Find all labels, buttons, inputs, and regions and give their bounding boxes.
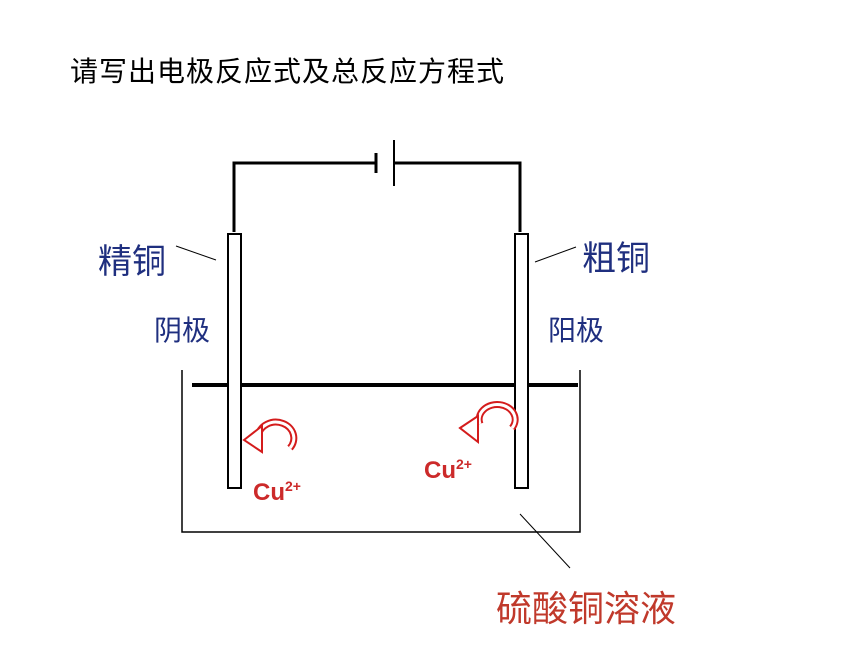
pure-copper-label: 精铜: [98, 242, 166, 282]
cathode-copper-ion: Cu2+: [253, 478, 301, 507]
solution-leader: [519, 513, 571, 569]
left-wire: [232, 161, 376, 232]
cathode-ion-arrow-icon: [242, 418, 298, 454]
cathode-label: 阴极: [154, 314, 211, 347]
anode-ion-arrow-icon: [458, 401, 519, 445]
right-wire: [394, 161, 522, 232]
anode-label: 阳极: [548, 314, 605, 347]
ion-symbol: Cu: [253, 479, 285, 506]
crude-copper-leader: [534, 246, 577, 263]
ion-charge: 2+: [285, 478, 301, 494]
anode-electrode: [514, 233, 529, 489]
solution-label: 硫酸铜溶液: [496, 589, 677, 630]
anode-copper-ion: Cu2+: [424, 456, 472, 485]
beaker: [181, 370, 581, 533]
ion-charge: 2+: [456, 456, 472, 472]
question-title: 请写出电极反应式及总反应方程式: [70, 55, 506, 88]
crude-copper-label: 粗铜: [582, 239, 650, 279]
cathode-electrode: [227, 233, 242, 489]
ion-symbol: Cu: [424, 457, 456, 484]
pure-copper-leader: [175, 245, 217, 261]
